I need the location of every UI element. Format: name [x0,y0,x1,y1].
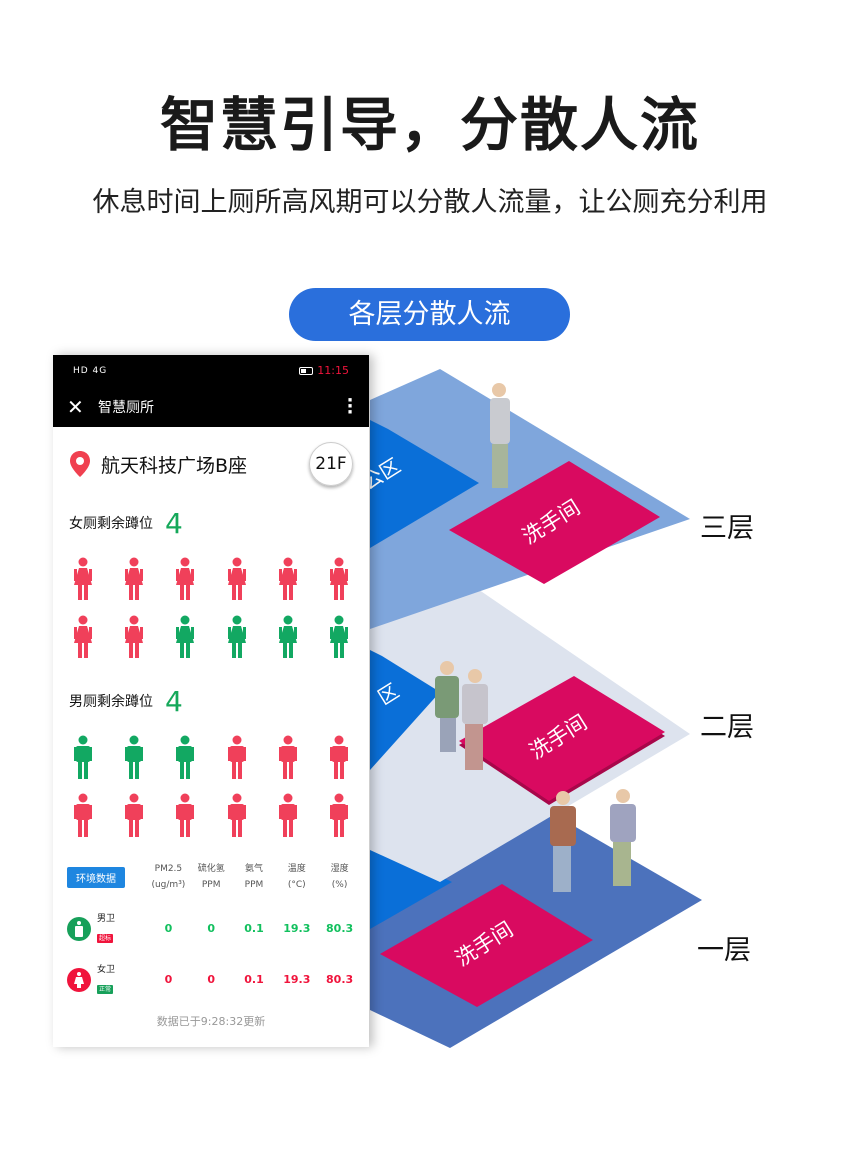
female-icon [67,967,91,992]
male-stall-icon-busy [314,733,365,781]
env-data-button[interactable]: 环境数据 [67,866,125,888]
battery-icon [299,366,314,375]
floor-3-label: 三层 [700,513,754,544]
update-timestamp: 数据已于9:28:32更新 [156,1015,266,1028]
env-value: 0 [207,973,216,986]
female-section-header: 女厕剩余蹲位 4 [53,503,369,543]
male-icon [67,916,91,941]
phone-screen: HD 4G 11:15 ✕ 智慧厕所 ··· 航天科技广场B座 21F 女厕剩余… [53,355,369,1047]
male-stall-icon-busy [57,791,108,839]
floor-2-label: 二层 [700,712,754,743]
location-name: 航天科技广场B座 [101,454,248,477]
female-stall-icon-busy [211,555,262,603]
app-toolbar: ✕ 智慧厕所 ··· [53,386,369,427]
female-stall-icon-free [314,613,365,661]
male-stall-icon-busy [108,791,159,839]
env-value: 0 [164,973,173,986]
floor-1-restroom [380,884,593,1007]
env-value: 80.3 [326,922,354,935]
floor-3-restroom [449,461,660,584]
male-label: 男厕剩余蹲位 [69,694,153,710]
floor-3-office [370,420,479,548]
floor-2-office [370,650,440,770]
female-stall-icon-busy [108,613,159,661]
env-value: 19.3 [283,922,311,935]
female-stall-icon-free [160,613,211,661]
page-title: 智慧引导，分散人流 [159,91,700,159]
floor-selector-button[interactable]: 21F [309,442,353,486]
close-icon[interactable]: ✕ [67,394,84,419]
status-time: 11:15 [317,364,349,377]
female-stall-icon-busy [262,555,313,603]
app-title: 智慧厕所 [98,399,154,416]
male-stall-icon-free [57,733,108,781]
page-subtitle: 休息时间上厕所高风期可以分散人流量，让公厕充分利用 [92,187,768,218]
person-figure [610,789,636,886]
status-badge: 正常 [97,985,114,994]
male-section-header: 男厕剩余蹲位 4 [53,681,369,721]
person-figure [462,669,488,770]
env-header: PM2.5(ug/m³) [151,864,186,890]
env-header: 温度(°C) [287,864,306,890]
env-value: 0 [207,922,216,935]
male-stall-icon-free [108,733,159,781]
env-row-female: 女卫正常 0 0 0.1 19.3 80.3 [53,964,369,995]
female-stall-icon-busy [314,555,365,603]
signal-indicator: HD 4G [73,365,108,376]
env-value: 0.1 [244,973,264,986]
female-stall-icon-free [211,613,262,661]
row-name: 女卫 [97,965,116,975]
location-row: 航天科技广场B座 21F [53,427,369,486]
female-count: 4 [165,506,183,540]
status-badge: 超标 [97,934,114,943]
male-stall-icon-busy [211,791,262,839]
env-value: 80.3 [326,973,354,986]
env-value: 19.3 [283,973,311,986]
more-menu-icon[interactable]: ··· [346,389,354,423]
female-stall-icon-busy [57,555,108,603]
floor-1-office [370,842,452,929]
male-stall-icon-busy [314,791,365,839]
male-stall-icon-busy [160,791,211,839]
male-stall-icon-busy [211,733,262,781]
env-value: 0 [164,922,173,935]
person-figure [490,383,510,488]
floor-1-label: 一层 [697,935,751,966]
female-stall-icon-busy [108,555,159,603]
person-figure [550,791,576,892]
env-row-male: 男卫超标 0 0 0.1 19.3 80.3 [53,913,369,944]
status-bar: HD 4G 11:15 [53,355,369,386]
male-stall-grid [53,733,369,839]
person-figure [435,661,459,752]
male-stall-icon-free [160,733,211,781]
female-label: 女厕剩余蹲位 [69,516,153,532]
female-stall-icon-busy [160,555,211,603]
female-stall-grid [53,555,369,661]
female-stall-icon-free [262,613,313,661]
row-name: 男卫 [97,914,116,924]
male-count: 4 [165,684,183,718]
section-pill: 各层分散人流 [289,288,570,341]
male-stall-icon-busy [262,733,313,781]
female-stall-icon-busy [57,613,108,661]
env-header: 湿度(%) [330,864,349,890]
location-pin-icon [70,451,90,477]
floor-2-restroom [459,676,665,801]
env-value: 0.1 [244,922,264,935]
male-stall-icon-busy [262,791,313,839]
